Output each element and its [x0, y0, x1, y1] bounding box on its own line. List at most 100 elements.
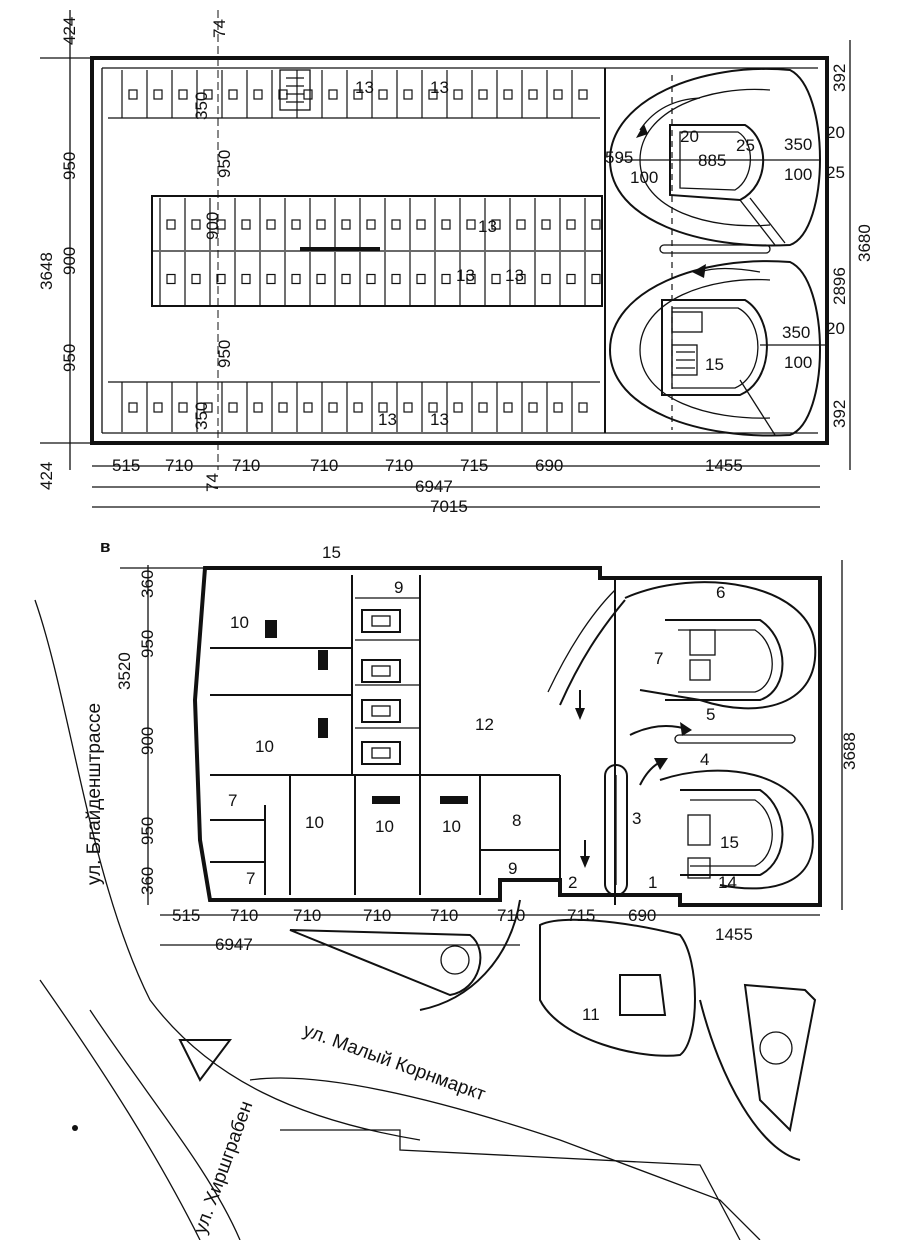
parking-bollard — [241, 273, 251, 285]
parking-bollard — [278, 402, 288, 413]
upper-ramp-bottom — [608, 260, 821, 437]
upper-dim-bottom-1455: 1455 — [705, 456, 743, 475]
lower-room-11: 11 — [582, 1005, 600, 1024]
parking-bollard — [153, 402, 163, 413]
lower-room-7c: 7 — [246, 869, 255, 888]
parking-bollard — [466, 219, 476, 230]
upper-room-13b: 13 — [430, 78, 449, 97]
upper-dim-bottom-690: 690 — [535, 456, 563, 475]
upper-ramp-20a: 20 — [680, 127, 699, 146]
parking-bollard — [378, 89, 388, 100]
parking-bollard — [316, 273, 326, 285]
lower-dim-bottom-710c: 710 — [363, 906, 391, 925]
parking-bollard — [353, 89, 363, 100]
parking-bollard — [353, 402, 363, 413]
parking-bollard — [416, 273, 426, 285]
parking-bollard — [391, 273, 401, 285]
lower-flow-arrows — [575, 690, 692, 868]
upper-ramp-separator — [659, 244, 771, 254]
lower-dim-left-360-top: 360 — [138, 570, 157, 598]
parking-bollard — [216, 273, 226, 285]
parking-bollard — [266, 219, 276, 230]
lower-room-10d: 10 — [375, 817, 394, 836]
parking-bollard — [403, 402, 413, 413]
parking-bollard — [553, 402, 563, 413]
upper-inner-950b: 950 — [215, 340, 234, 368]
upper-dim-left-900: 900 — [60, 247, 79, 275]
parking-bollard — [241, 219, 251, 230]
parking-bollard — [466, 273, 476, 285]
parking-bollard — [191, 273, 201, 285]
lower-dim-bottom-1455: 1455 — [715, 925, 753, 944]
upper-ramp-350b: 350 — [782, 323, 810, 342]
tree-right — [759, 1031, 793, 1065]
parking-bollard — [566, 273, 576, 285]
parking-bollard — [316, 219, 326, 230]
lower-room-10e: 10 — [442, 817, 461, 836]
lower-room-15a: 15 — [322, 543, 341, 562]
parking-bollard — [403, 89, 413, 100]
parking-bollard — [303, 402, 313, 413]
parking-bollard — [578, 89, 588, 100]
parking-bollard — [391, 219, 401, 230]
upper-dim-bottom-515: 515 — [112, 456, 140, 475]
lower-ramp-bottom — [659, 769, 814, 890]
parking-bollard — [516, 273, 526, 285]
triangular-planter-left — [289, 929, 482, 997]
upper-dim-left-950a: 950 — [60, 152, 79, 180]
parking-bollard — [128, 89, 138, 100]
lower-dim-left-900: 900 — [138, 727, 157, 755]
lower-dim-bottom-710d: 710 — [430, 906, 458, 925]
upper-dim-bottom-715: 715 — [460, 456, 488, 475]
upper-ramp-20b: 20 — [826, 123, 845, 142]
upper-dim-left-3648: 3648 — [37, 252, 56, 290]
parking-bollard — [366, 219, 376, 230]
upper-room-13c: 13 — [478, 217, 497, 236]
upper-dim-6947: 6947 — [415, 477, 453, 496]
lower-dim-6947: 6947 — [215, 935, 253, 954]
upper-ramp-100c: 100 — [784, 353, 812, 372]
upper-stair — [279, 69, 311, 111]
upper-dim-right-3680: 3680 — [855, 224, 874, 262]
upper-dim-bottom-710a: 710 — [165, 456, 193, 475]
lower-dim-left-3520: 3520 — [115, 652, 134, 690]
lower-ramp-separator — [674, 734, 796, 744]
upper-dim-bottom-710d: 710 — [385, 456, 413, 475]
lower-room-7b: 7 — [228, 791, 237, 810]
upper-ramp-350a: 350 — [784, 135, 812, 154]
upper-outer-wall — [90, 56, 829, 445]
lower-room-14: 14 — [718, 873, 737, 892]
lower-dim-right-3688: 3688 — [840, 732, 859, 770]
lower-room-8: 8 — [512, 811, 521, 830]
lower-dim-left-950a: 950 — [138, 630, 157, 658]
parking-bollard — [416, 219, 426, 230]
parking-bollard — [328, 402, 338, 413]
parking-bollard — [178, 402, 188, 413]
upper-plan: 424 3648 950 900 950 424 350 950 900 950… — [37, 10, 874, 516]
lower-dim-bottom-715: 715 — [567, 906, 595, 925]
upper-dim-left-424-bottom: 424 — [37, 462, 56, 490]
section-letter: в — [100, 537, 110, 556]
parking-bollard — [541, 273, 551, 285]
upper-ramp-25a: 25 — [736, 136, 755, 155]
parking-bollard — [578, 402, 588, 413]
parking-bollard — [428, 402, 438, 413]
parking-bollard — [366, 273, 376, 285]
parking-bollard — [266, 273, 276, 285]
lower-lift-boxes — [265, 609, 468, 804]
lower-room-3: 3 — [632, 809, 641, 828]
parking-bollard — [591, 273, 601, 285]
upper-dim-left-950b: 950 — [60, 344, 79, 372]
parking-bollard — [428, 89, 438, 100]
upper-room-13g: 13 — [430, 410, 449, 429]
parking-bollard — [441, 219, 451, 230]
parking-bollard — [166, 273, 176, 285]
upper-dim-bottom-710b: 710 — [232, 456, 260, 475]
parking-bollard — [453, 89, 463, 100]
lower-room-10c: 10 — [305, 813, 324, 832]
upper-inner-900: 900 — [203, 212, 222, 240]
lower-room-1: 1 — [648, 873, 657, 892]
lower-outer-wall — [192, 566, 822, 907]
tree-left — [440, 945, 470, 975]
